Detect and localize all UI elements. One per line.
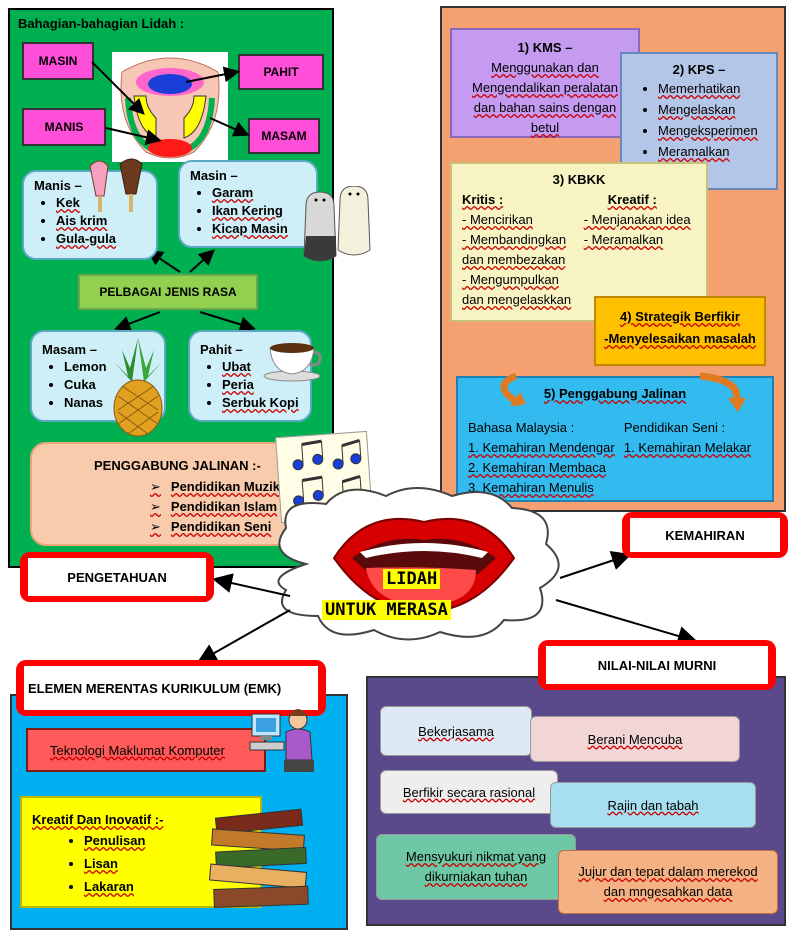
penggabung-item: Pendidikan Seni bbox=[150, 519, 318, 535]
nilai-item-jujur: Jujur dan tepat dalam merekod dan mngesa… bbox=[558, 850, 778, 914]
kms-text: Menggunakan dan Mengendalikan peralatan … bbox=[472, 60, 618, 135]
seni-item: 1. Kemahiran Melakar bbox=[623, 440, 752, 455]
bm-item: 2. Kemahiran Membaca bbox=[468, 460, 607, 475]
pahit-title: Pahit – bbox=[200, 342, 243, 357]
nilai-item-mensyukuri: Mensyukuri nikmat yang dikurniakan tuhan bbox=[376, 834, 576, 900]
nilai-item-bekerjasama: Bekerjasama bbox=[380, 706, 532, 756]
kps-item: Mengeksperimen bbox=[658, 123, 768, 138]
masam-title: Masam – bbox=[42, 342, 97, 357]
nilai-item-label: Berani Mencuba bbox=[587, 731, 683, 747]
label-manis: MANIS bbox=[22, 108, 106, 146]
penggabung-item: Pendidikan Islam bbox=[150, 499, 318, 515]
nilai-item-berfikir: Berfikir secara rasional bbox=[380, 770, 558, 814]
kps-item: Memerhatikan bbox=[658, 81, 768, 96]
emk-label: ELEMEN MERENTAS KURIKULUM (EMK) bbox=[24, 666, 318, 710]
center-title-line1: LIDAH bbox=[383, 569, 441, 589]
pineapple-icon bbox=[108, 338, 168, 438]
nilai-item-label: Berfikir secara rasional bbox=[402, 784, 536, 800]
kritis-item: - Mencirikan bbox=[462, 212, 533, 227]
bm-title: Bahasa Malaysia : bbox=[468, 420, 575, 435]
tongue-arrows bbox=[91, 61, 256, 330]
left-panel-title: Bahagian-bahagian Lidah : bbox=[18, 16, 185, 31]
salt-shaker-icon bbox=[298, 185, 378, 270]
tmk-label: Teknologi Maklumat Komputer bbox=[50, 742, 225, 758]
manis-item: Gula-gula bbox=[56, 231, 146, 246]
nilai-label: NILAI-NILAI MURNI bbox=[546, 646, 768, 684]
kps-item: Meramalkan bbox=[658, 144, 768, 159]
penggabung-item: Pendidikan Muzik bbox=[150, 479, 318, 495]
manis-title: Manis – bbox=[34, 178, 82, 193]
pengetahuan-label: PENGETAHUAN bbox=[28, 558, 206, 596]
label-masin: MASIN bbox=[22, 42, 94, 80]
kreatif-inovatif-item: Penulisan bbox=[84, 833, 250, 848]
kms-title: 1) KMS – bbox=[517, 40, 573, 55]
masin-item: Garam bbox=[212, 185, 306, 200]
nilai-item-label: Mensyukuri nikmat yang dikurniakan tuhan bbox=[405, 849, 547, 884]
kreatif-item: - Meramalkan bbox=[583, 232, 664, 247]
bm-item: 1. Kemahiran Mendengar bbox=[468, 440, 615, 455]
manis-item: Ais krim bbox=[56, 213, 146, 228]
kritis-title: Kritis : bbox=[462, 192, 504, 207]
nilai-header: NILAI-NILAI MURNI bbox=[538, 640, 776, 690]
kms-box: 1) KMS – Menggunakan dan Mengendalikan p… bbox=[450, 28, 640, 138]
kreatif-item: - Menjanakan idea bbox=[583, 212, 691, 227]
nilai-item-label: Jujur dan tepat dalam merekod dan mngesa… bbox=[578, 864, 758, 899]
pahit-item: Serbuk Kopi bbox=[222, 395, 300, 410]
kbkk-title: 3) KBKK bbox=[552, 172, 606, 187]
kps-item: Mengelaskan bbox=[658, 102, 768, 117]
masam-item: Lemon bbox=[64, 359, 154, 374]
penggabung-title: PENGGABUNG JALINAN :- bbox=[94, 458, 261, 473]
masam-item: Nanas bbox=[64, 395, 154, 410]
bm-item: 3. Kemahiran Menulis bbox=[468, 480, 594, 495]
pelbagai-rasa-box: PELBAGAI JENIS RASA bbox=[78, 274, 258, 310]
strategik-text: -Menyelesaikan masalah bbox=[604, 331, 756, 346]
pahit-item: Peria bbox=[222, 377, 300, 392]
penggabung-box: PENGGABUNG JALINAN :- Pendidikan Muzik P… bbox=[30, 442, 320, 546]
masin-item: Kicap Masin bbox=[212, 221, 306, 236]
kritis-item: - Membandingkan dan membezakan bbox=[462, 232, 567, 267]
kreatif-inovatif-item: Lakaran bbox=[84, 879, 250, 894]
manis-item: Kek bbox=[56, 195, 146, 210]
nilai-item-label: Rajin dan tabah bbox=[607, 797, 699, 813]
pengetahuan-header: PENGETAHUAN bbox=[20, 552, 214, 602]
seni-title: Pendidikan Seni : bbox=[623, 420, 726, 435]
nilai-item-label: Bekerjasama bbox=[418, 723, 494, 739]
center-title-line2: UNTUK MERASA bbox=[322, 600, 451, 620]
tmk-box: Teknologi Maklumat Komputer bbox=[26, 728, 266, 772]
computer-user-icon bbox=[248, 706, 318, 776]
kritis-item: - Mengumpulkan dan mengelaskkan bbox=[462, 272, 572, 307]
nilai-item-rajin: Rajin dan tabah bbox=[550, 782, 756, 828]
jalinan-title: 5) Penggabung Jalinan bbox=[543, 386, 687, 401]
nilai-item-berani: Berani Mencuba bbox=[530, 716, 740, 762]
books-icon bbox=[206, 806, 316, 918]
kps-title: 2) KPS – bbox=[672, 62, 726, 77]
coffee-cup-icon bbox=[262, 338, 326, 382]
kbkk-box: 3) KBKK Kritis : - Mencirikan - Membandi… bbox=[450, 162, 708, 322]
strategik-title: 4) Strategik Berfikir bbox=[620, 309, 740, 324]
masin-box: Masin – Garam Ikan Kering Kicap Masin bbox=[178, 160, 318, 248]
kemahiran-header: KEMAHIRAN bbox=[622, 512, 788, 558]
kreatif-title: Kreatif : bbox=[607, 192, 657, 207]
curved-arrows-icon bbox=[500, 372, 746, 412]
ice-cream-icon bbox=[82, 156, 152, 216]
strategik-box: 4) Strategik Berfikir -Menyelesaikan mas… bbox=[594, 296, 766, 366]
masin-title: Masin – bbox=[190, 168, 238, 183]
emk-header: ELEMEN MERENTAS KURIKULUM (EMK) bbox=[16, 660, 326, 716]
kreatif-inovatif-title: Kreatif Dan Inovatif :- bbox=[32, 812, 164, 827]
masam-item: Cuka bbox=[64, 377, 154, 392]
masin-item: Ikan Kering bbox=[212, 203, 306, 218]
kemahiran-label: KEMAHIRAN bbox=[630, 518, 780, 552]
kreatif-inovatif-item: Lisan bbox=[84, 856, 250, 871]
pahit-item: Ubat bbox=[222, 359, 300, 374]
